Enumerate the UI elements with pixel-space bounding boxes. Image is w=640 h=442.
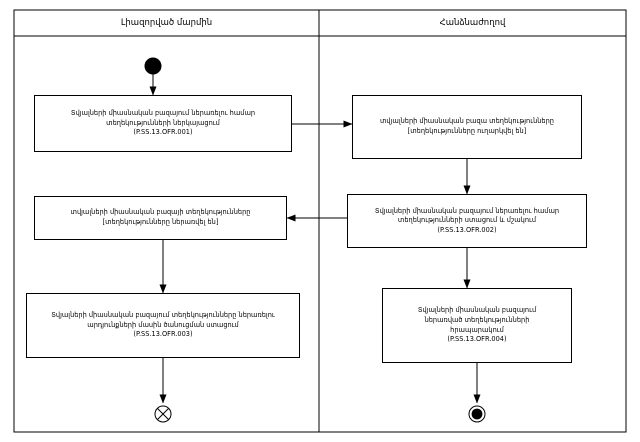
activity-node-ofr-001-received[interactable]: տվյալների միասնական բազա տեղեկություններ… — [352, 95, 582, 159]
swimlane-title-left: Լիազորված մարմին — [120, 18, 213, 28]
activity-node-ofr-004-label: Տվյալների միասնական բազայում ներառված տե… — [417, 306, 537, 344]
activity-node-ofr-004[interactable]: Տվյալների միասնական բազայում ներառված տե… — [382, 288, 572, 363]
activity-node-ofr-002-entered[interactable]: տվյալների միասնական բազայի տեղեկությունն… — [34, 196, 287, 240]
flow-final-node-icon — [154, 405, 172, 423]
activity-node-ofr-001-label: Տվյալների միասնական բազայում ներառելու հ… — [70, 109, 256, 137]
swimlane-title-right: Հանձնաժողով — [439, 18, 506, 28]
initial-node-icon — [144, 57, 162, 75]
activity-node-ofr-002-label: Տվյալների միասնական բազայում ներառելու հ… — [374, 206, 560, 234]
activity-node-ofr-001[interactable]: Տվյալների միասնական բազայում ներառելու հ… — [34, 95, 292, 152]
activity-node-ofr-002[interactable]: Տվյալների միասնական բազայում ներառելու հ… — [347, 194, 587, 248]
activity-node-ofr-002-entered-label: տվյալների միասնական բազայի տեղեկությունն… — [70, 208, 251, 226]
activity-node-ofr-003[interactable]: Տվյալների միասնական բազայում տեղեկությու… — [26, 293, 300, 358]
activity-final-node-icon — [468, 405, 486, 423]
activity-node-ofr-001-received-label: տվյալների միասնական բազա տեղեկություններ… — [380, 117, 554, 135]
activity-node-ofr-003-label: Տվյալների միասնական բազայում տեղեկությու… — [51, 311, 275, 339]
